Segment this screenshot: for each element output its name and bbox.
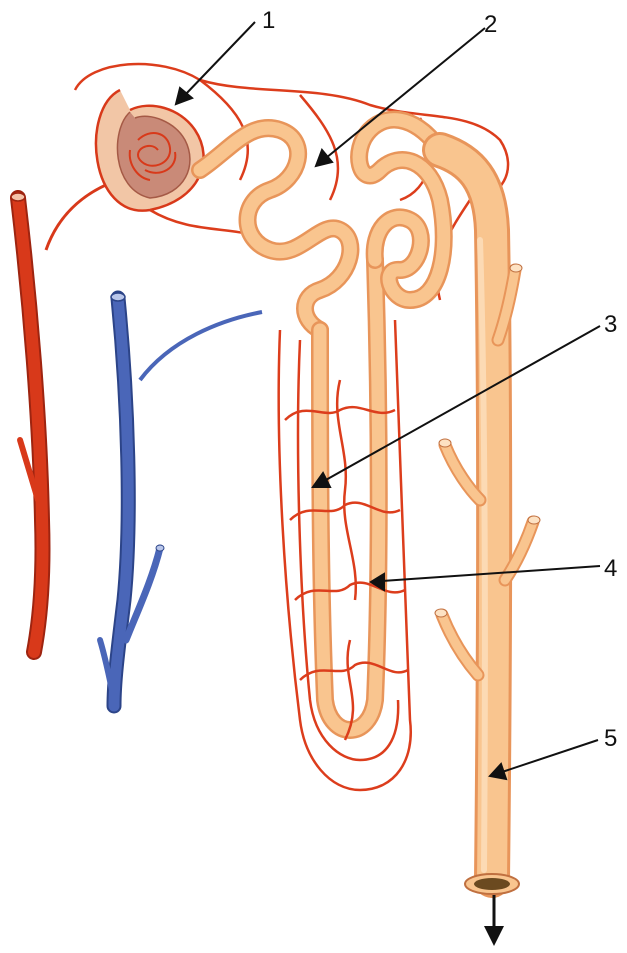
- vasa-recta: [279, 320, 411, 790]
- renal-vein: [100, 293, 262, 706]
- renal-artery: [11, 180, 118, 652]
- label-2: 2: [484, 11, 497, 38]
- down-arrow-icon: [484, 895, 504, 946]
- label-5: 5: [604, 725, 617, 752]
- glomerular-capsule: [96, 90, 204, 211]
- label-1: 1: [262, 7, 275, 34]
- label-3: 3: [604, 311, 617, 338]
- loop-of-henle: [320, 260, 379, 730]
- label-4: 4: [604, 555, 617, 582]
